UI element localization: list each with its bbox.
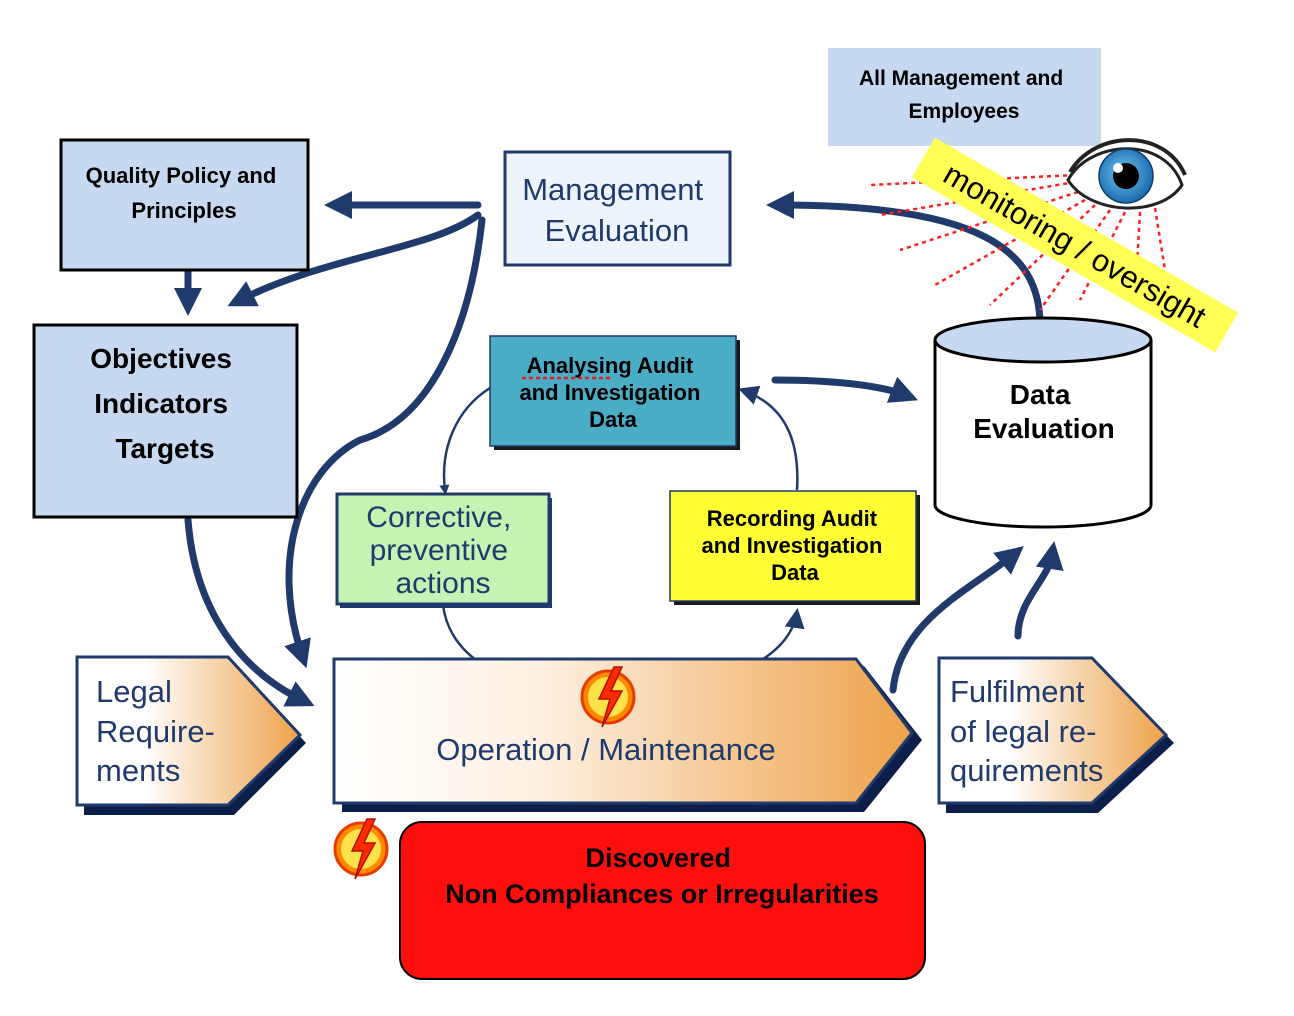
discovered-box: Discovered Non Compliances or Irregulari… xyxy=(399,821,926,980)
corrective-box: Corrective, preventive actions xyxy=(335,492,552,608)
objectives-box: Objectives Indicators Targets xyxy=(32,323,299,519)
objectives-line2: Indicators xyxy=(94,388,228,419)
svg-text:Data Evaluation: Data Evaluation xyxy=(973,379,1115,444)
recording-line2: and Investigation xyxy=(701,533,882,558)
corrective-line3: actions xyxy=(395,567,490,600)
fulfilment-line3: quirements xyxy=(950,753,1103,788)
discovered-line2: Non Compliances or Irregularities xyxy=(445,879,879,909)
recording-box: Recording Audit and Investigation Data xyxy=(669,490,920,605)
management-evaluation-line2: Evaluation xyxy=(545,213,690,248)
arrow-recording-to-analysing xyxy=(738,385,799,491)
flow-arrows xyxy=(174,191,1064,707)
lightning-icon xyxy=(580,666,636,728)
management-evaluation-line1: Management xyxy=(522,172,703,207)
arrow-analysing-to-corrective xyxy=(439,386,491,495)
discovered-line1: Discovered xyxy=(585,843,731,873)
fulfilment-shape: Fulfilment of legal re- quirements xyxy=(937,656,1174,813)
fulfilment-line2: of legal re- xyxy=(950,714,1096,749)
quality-policy-box: Quality Policy and Principles xyxy=(59,138,310,272)
quality-policy-line1: Quality Policy and xyxy=(86,163,277,188)
analysing-line1: Analysing Audit xyxy=(527,353,694,378)
analysing-box: Analysing Audit and Investigation Data xyxy=(489,335,740,450)
svg-text:Analysing Audit and Inve: Analysing Audit and Investigation Data xyxy=(519,353,706,432)
arrow-fulfilment-to-data xyxy=(1014,541,1064,640)
legal-line1: Legal xyxy=(96,674,172,709)
analysing-line2: and Investigation xyxy=(519,380,700,405)
arrow-mgmt-to-operation xyxy=(284,216,486,669)
all-management-line2: Employees xyxy=(909,100,1020,123)
fulfilment-line1: Fulfilment xyxy=(950,674,1085,709)
management-evaluation-box: Management Evaluation xyxy=(503,150,732,267)
svg-text:Objectives Indicators: Objectives Indicators Targets xyxy=(90,343,239,464)
all-management-box: All Management and Employees xyxy=(828,48,1101,146)
objectives-line1: Objectives xyxy=(90,343,232,374)
analysing-line3: Data xyxy=(589,407,637,432)
svg-text:Corrective, preventive: Corrective, preventive actions xyxy=(366,501,519,600)
recording-line1: Recording Audit xyxy=(707,506,878,531)
quality-policy-line2: Principles xyxy=(131,198,236,223)
arrow-data-to-mgmt xyxy=(766,191,1044,329)
data-evaluation-line2: Evaluation xyxy=(973,413,1115,444)
svg-text:Fulfilment of legal re-: Fulfilment of legal re- quirements xyxy=(950,674,1105,788)
svg-text:Recording Audit and Inve: Recording Audit and Investigation Data xyxy=(701,506,888,585)
all-management-line1: All Management and xyxy=(859,67,1063,90)
operation-label: Operation / Maintenance xyxy=(436,732,776,767)
arrow-operation-to-data xyxy=(889,546,1024,694)
corrective-line2: preventive xyxy=(370,534,508,567)
svg-text:Quality Policy and Princ: Quality Policy and Principles xyxy=(86,163,283,223)
legal-line2: Require- xyxy=(96,714,215,749)
svg-text:Legal Require- men: Legal Require- ments xyxy=(96,674,224,788)
eye-icon xyxy=(1066,138,1187,210)
recording-line3: Data xyxy=(771,560,819,585)
objectives-line3: Targets xyxy=(115,433,214,464)
data-evaluation-cylinder: Data Evaluation xyxy=(933,316,1153,529)
lightning-icon xyxy=(333,818,389,880)
legal-line3: ments xyxy=(96,753,180,788)
legal-requirements-shape: Legal Require- ments xyxy=(75,655,306,815)
svg-text:All Management and Emplo: All Management and Employees xyxy=(859,67,1069,123)
svg-text:Management Evaluation: Management Evaluation xyxy=(522,172,712,248)
operation-maintenance-shape: Operation / Maintenance xyxy=(332,657,922,812)
arrow-analysing-to-data xyxy=(771,376,919,403)
data-evaluation-line1: Data xyxy=(1010,379,1071,410)
svg-text:Discovered Non Complianc: Discovered Non Compliances or Irregulari… xyxy=(445,843,879,909)
corrective-line1: Corrective, xyxy=(366,501,511,534)
arrow-objectives-to-operation xyxy=(184,516,315,707)
arrow-mgmt-to-objectives xyxy=(227,211,482,307)
